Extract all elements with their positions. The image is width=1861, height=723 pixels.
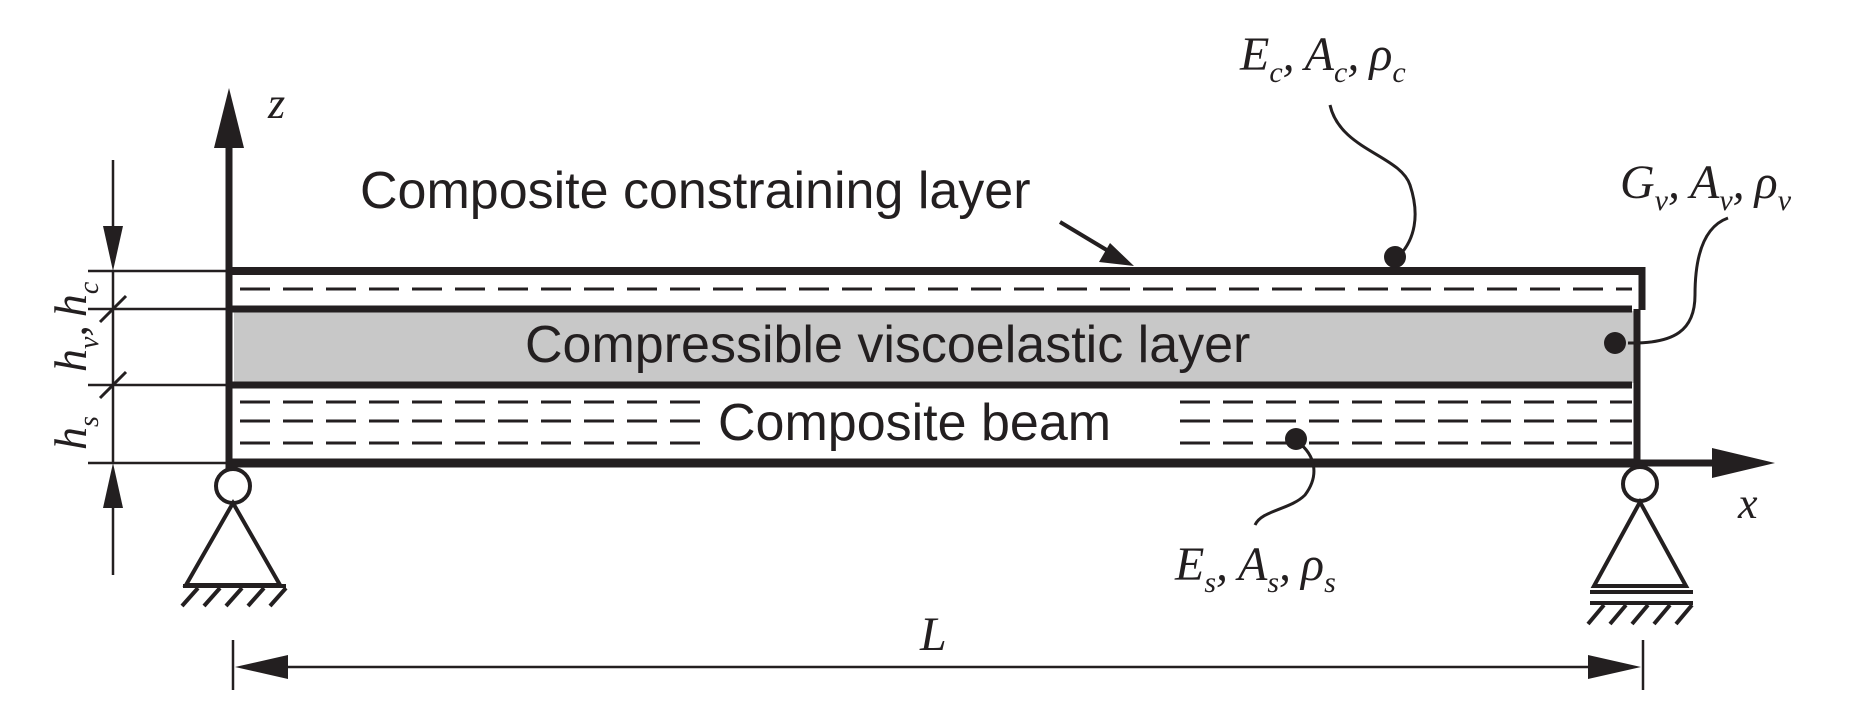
svg-text:hv,hc: hv,hc bbox=[45, 281, 105, 372]
z-axis: z bbox=[214, 79, 285, 470]
svg-text:Gv,Av,ρv: Gv,Av,ρv bbox=[1620, 156, 1792, 217]
beam-props-leader bbox=[1253, 428, 1316, 526]
z-axis-label: z bbox=[267, 79, 285, 128]
viscoelastic-props: Gv,Av,ρv bbox=[1620, 156, 1792, 217]
svg-text:hs: hs bbox=[45, 416, 105, 450]
beam-props: Es,As,ρs bbox=[1174, 538, 1336, 599]
right-roller-support bbox=[1586, 465, 1694, 626]
layer-outlines bbox=[232, 267, 1646, 468]
length-dimension: L bbox=[231, 608, 1645, 690]
x-axis-label: x bbox=[1737, 479, 1758, 528]
svg-text:Es,As,ρs: Es,As,ρs bbox=[1174, 538, 1336, 599]
constraining-props: Ec,Ac,ρc bbox=[1239, 28, 1406, 89]
viscoelastic-layer-label: Compressible viscoelastic layer bbox=[525, 316, 1250, 374]
left-pin-support bbox=[180, 467, 288, 608]
viscoelastic-layer bbox=[234, 311, 1640, 383]
beam-fibers bbox=[240, 400, 1632, 445]
beam-label: Composite beam bbox=[718, 394, 1111, 452]
x-axis: x bbox=[1640, 448, 1775, 528]
thickness-dimensions: hs hv,hc bbox=[45, 160, 230, 575]
constraining-props-leader bbox=[1328, 104, 1417, 268]
constraining-pointer-arrow bbox=[1058, 220, 1134, 266]
length-label: L bbox=[919, 608, 947, 661]
svg-text:Ec,Ac,ρc: Ec,Ac,ρc bbox=[1239, 28, 1406, 89]
viscoelastic-props-leader bbox=[1604, 216, 1729, 354]
constraining-layer-label: Composite constraining layer bbox=[360, 162, 1031, 220]
